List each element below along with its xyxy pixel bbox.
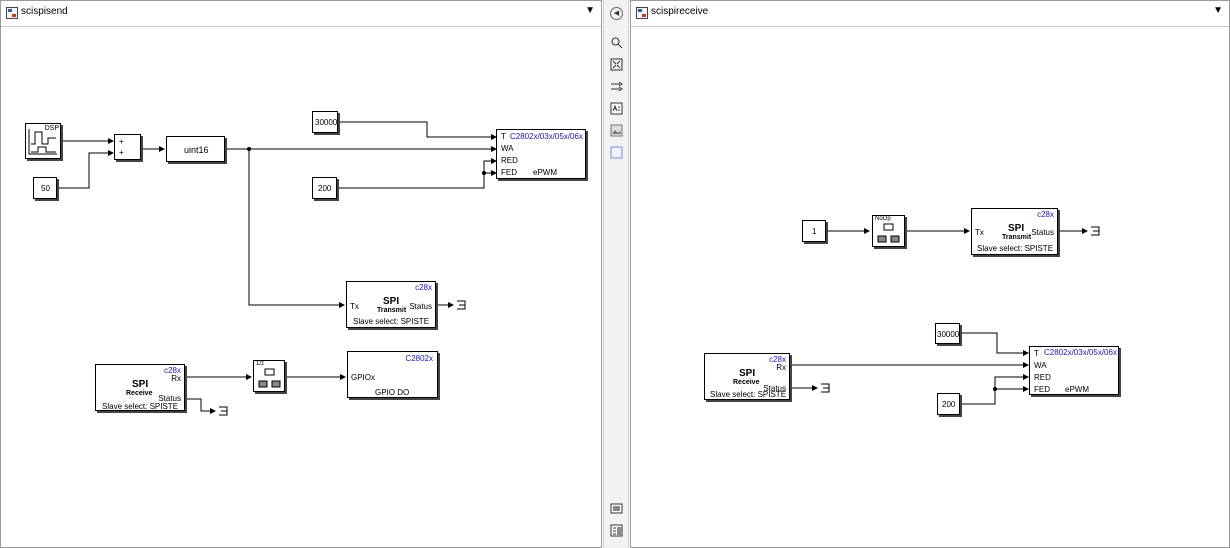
image-icon[interactable] [610, 124, 623, 137]
signal-builder-icon [28, 129, 57, 155]
constant-30000-block[interactable]: 30000 [935, 323, 960, 344]
left-diagram-canvas[interactable]: DSP + + 50 uint16 30000 200 C2802x/03x/0… [1, 27, 601, 547]
epwm-target-label: C2802x/03x/05x/06x [1044, 348, 1117, 357]
constant-200-block[interactable]: 200 [937, 393, 960, 415]
constant-value: 30000 [937, 330, 960, 339]
area-icon[interactable] [610, 146, 623, 159]
chevron-down-icon[interactable]: ▼ [585, 5, 595, 16]
property-inspector-icon[interactable] [610, 524, 623, 537]
sum-port-1: + [119, 137, 124, 146]
spi-port-status: Status [1031, 228, 1054, 237]
route-lines-icon[interactable] [610, 80, 623, 93]
right-signal-lines [789, 226, 1100, 405]
spi-port-rx: Rx [776, 363, 786, 372]
hide-explorer-icon[interactable]: ◀ [610, 7, 623, 20]
epwm-port-t: T [501, 132, 506, 141]
spi-footer: Slave select: SPISTE [102, 402, 179, 411]
spi-transmit-block[interactable]: c28x Tx SPI Transmit Status Slave select… [346, 281, 436, 328]
right-model-header: scispireceive ▼ [631, 1, 1229, 27]
spi-subtitle: Transmit [377, 307, 407, 314]
spi-port-tx: Tx [975, 228, 984, 237]
rate-transition-icon [877, 223, 900, 243]
epwm-port-fed: FED [1034, 385, 1050, 394]
branch-point [247, 147, 251, 151]
signal-builder-label: DSP [44, 125, 59, 132]
left-model-window: scispisend ▼ [0, 0, 602, 548]
chevron-down-icon[interactable]: ▼ [1213, 5, 1223, 16]
spi-port-status: Status [409, 302, 432, 311]
noop-label: NoOp [875, 216, 891, 222]
spi-port-rx: Rx [171, 374, 181, 383]
noop-block[interactable]: NoOp [872, 215, 905, 247]
epwm-port-wa: WA [1034, 361, 1047, 370]
delay-label: 1/z [256, 361, 265, 367]
fit-view-icon[interactable] [610, 58, 623, 71]
spi-subtitle: Receive [733, 379, 760, 386]
model-icon [6, 7, 18, 19]
branch-point [993, 387, 997, 391]
spi-port-status: Status [763, 384, 786, 393]
spi-footer: Slave select: SPISTE [710, 390, 787, 399]
constant-value: 1 [812, 227, 817, 236]
epwm-port-wa: WA [501, 144, 514, 153]
unit-delay-block[interactable]: 1/z [253, 360, 285, 392]
constant-value: 50 [41, 184, 50, 193]
annotation-icon[interactable] [610, 102, 623, 115]
model-browser-icon[interactable] [610, 502, 623, 515]
gpio-target-label: C2802x [405, 354, 433, 363]
spi-receive-block[interactable]: c28x Rx SPI Receive Status Slave select:… [95, 364, 185, 411]
gpio-do-block[interactable]: C2802x GPIOx GPIO DO [347, 351, 438, 398]
spi-title: SPI [383, 296, 400, 307]
spi-footer: Slave select: SPISTE [353, 317, 430, 326]
spi-port-tx: Tx [350, 302, 359, 311]
spi-receive-block[interactable]: c28x Rx SPI Receive Status Slave select:… [704, 353, 790, 400]
epwm-name: ePWM [1065, 385, 1089, 394]
left-signal-lines [57, 121, 497, 416]
constant-50-block[interactable]: 50 [33, 177, 57, 199]
spi-title: SPI [1008, 223, 1025, 234]
epwm-port-fed: FED [501, 168, 517, 177]
constant-value: 200 [318, 184, 332, 193]
epwm-block[interactable]: C2802x/03x/05x/06x T WA RED FED ePWM [1029, 346, 1119, 395]
spi-subtitle: Receive [126, 390, 153, 397]
spi-title: SPI [132, 379, 149, 390]
epwm-block[interactable]: C2802x/03x/05x/06x T WA RED FED ePWM [496, 129, 586, 179]
right-model-title: scispireceive [651, 6, 709, 17]
right-diagram-canvas[interactable]: 1 NoOp c28x Tx SPI Transmit Status Slave… [631, 27, 1229, 547]
signal-builder-block[interactable]: DSP [25, 123, 61, 159]
constant-value: 30000 [315, 118, 338, 127]
conversion-label: uint16 [184, 145, 209, 155]
right-model-window: scispireceive ▼ [630, 0, 1230, 548]
sum-port-2: + [119, 148, 124, 157]
epwm-port-red: RED [501, 156, 518, 165]
spi-target-label: c28x [415, 283, 432, 292]
constant-200-block[interactable]: 200 [312, 177, 337, 199]
sum-block[interactable]: + + [114, 134, 141, 160]
epwm-port-red: RED [1034, 373, 1051, 382]
spi-title: SPI [739, 368, 756, 379]
spi-transmit-block[interactable]: c28x Tx SPI Transmit Status Slave select… [971, 208, 1058, 255]
left-model-header: scispisend ▼ [1, 1, 601, 27]
gpio-port: GPIOx [351, 373, 376, 382]
data-type-conversion-block[interactable]: uint16 [166, 136, 225, 162]
spi-target-label: c28x [1037, 210, 1054, 219]
spi-subtitle: Transmit [1002, 234, 1032, 241]
constant-1-block[interactable]: 1 [802, 220, 826, 242]
gpio-name: GPIO DO [375, 388, 410, 397]
vertical-toolbar: ◀ [603, 0, 629, 548]
epwm-name: ePWM [533, 168, 557, 177]
rate-transition-icon [258, 368, 281, 388]
zoom-icon[interactable] [610, 36, 623, 49]
constant-value: 200 [942, 400, 956, 409]
constant-30000-block[interactable]: 30000 [312, 111, 338, 133]
spi-target-label: c28x [769, 355, 786, 364]
left-model-title: scispisend [21, 6, 68, 17]
spi-target-label: c28x [164, 366, 181, 375]
branch-point [482, 171, 486, 175]
spi-footer: Slave select: SPISTE [977, 244, 1054, 253]
epwm-port-t: T [1034, 349, 1039, 358]
epwm-target-label: C2802x/03x/05x/06x [510, 132, 583, 141]
model-icon [636, 7, 648, 19]
spi-port-status: Status [158, 394, 181, 403]
